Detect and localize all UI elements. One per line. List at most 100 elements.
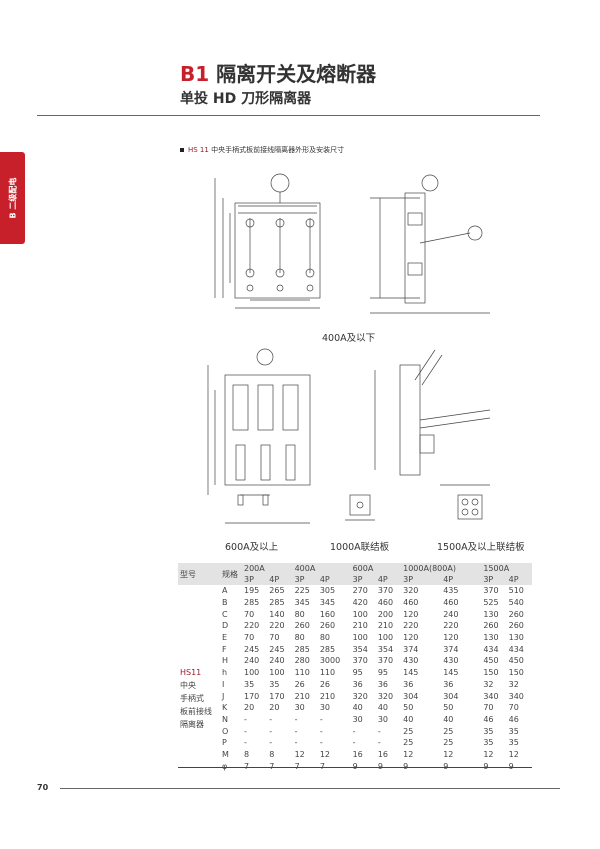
table-cell: 46 [508, 714, 519, 724]
spec-key: A [222, 586, 228, 596]
table-cell: 345 [294, 598, 310, 608]
spec-key: I [222, 679, 225, 689]
table-cell: 370 [377, 586, 394, 596]
table-cell: 120 [403, 633, 419, 643]
side-tab-label: B 二级配电 [8, 177, 17, 219]
table-cell: 450 [483, 656, 499, 666]
table-cell: 40 [443, 714, 454, 724]
table-cell: 32 [483, 679, 494, 689]
table-cell: 26 [294, 679, 305, 689]
table-cell: 70 [508, 703, 519, 713]
table-cell: 260 [508, 609, 524, 619]
table-cell: 130 [483, 633, 499, 643]
table-cell: 35 [483, 726, 494, 736]
drawing-front-400a [214, 173, 321, 309]
header-divider [37, 115, 540, 116]
table-cell: 110 [294, 668, 310, 678]
table-cell: 210 [352, 621, 368, 631]
header-rating: 1500A [481, 563, 532, 574]
table-cell: 150 [483, 668, 499, 678]
table-cell: - [244, 726, 247, 736]
table-cell: 220 [269, 621, 285, 631]
table-cell: 32 [508, 679, 519, 689]
table-cell: 30 [319, 703, 331, 713]
table-cell: 120 [443, 633, 459, 643]
table-cell: 25 [443, 738, 454, 748]
table-cell: 35 [244, 679, 255, 689]
table-cell: 9 [401, 760, 441, 772]
table-cell: 435 [443, 586, 459, 596]
table-cell: - [294, 738, 298, 748]
model-name-line: 隔离器 [180, 720, 204, 729]
table-cell: 40 [403, 714, 414, 724]
table-cell: 210 [319, 691, 336, 701]
table-cell: 25 [403, 726, 414, 736]
spec-key: h [222, 668, 228, 678]
table-cell: 345 [319, 598, 336, 608]
spec-key: F [222, 644, 227, 654]
table-cell: 285 [319, 644, 336, 654]
table-cell: 40 [352, 703, 363, 713]
table-cell: 70 [244, 633, 255, 643]
model-name-line: 中央 [180, 681, 196, 690]
header-poles: 4P [375, 574, 402, 585]
table-cell: 320 [352, 691, 368, 701]
table-cell: 240 [244, 656, 260, 666]
caption-text: 中央手柄式板前接线隔离器外形及安装尺寸 [211, 146, 345, 154]
table-cell: 340 [508, 691, 524, 701]
table-cell: - [352, 726, 356, 736]
page-title: B1 隔离开关及熔断器 [180, 58, 376, 87]
table-cell: 195 [244, 586, 260, 596]
table-cell: 285 [294, 644, 310, 654]
table-cell: 220 [403, 621, 419, 631]
table-cell: 20 [244, 703, 255, 713]
table-cell: 225 [294, 586, 310, 596]
table-cell: 70 [269, 633, 280, 643]
table-cell: 210 [294, 691, 310, 701]
header-rating: 1000A(800A) [401, 563, 482, 574]
table-cell: 305 [319, 586, 336, 596]
table-cell: 240 [269, 656, 285, 666]
table-cell: 7 [267, 760, 292, 772]
table-cell: - [319, 726, 323, 736]
table-cell: 7 [318, 760, 351, 772]
table-cell: 260 [508, 621, 524, 631]
header-model: 型号 [178, 563, 220, 585]
spec-key: B [222, 598, 228, 608]
table-cell: 525 [483, 598, 499, 608]
header-poles: 4P [317, 574, 351, 585]
page-subtitle: 单投 HD 刀形隔离器 [180, 91, 312, 107]
table-cell: - [294, 714, 298, 724]
table-cell: 30 [377, 714, 389, 724]
table-cell: 170 [244, 691, 260, 701]
table-cell: 240 [443, 609, 459, 619]
table-cell: - [244, 738, 247, 748]
table-cell: 260 [294, 621, 310, 631]
table-cell: 320 [377, 691, 394, 701]
header-spec: 规格 [220, 563, 242, 585]
table-cell: - [319, 714, 323, 724]
table-cell: 540 [508, 598, 524, 608]
table-cell: 9 [441, 760, 481, 772]
bullet-icon [180, 148, 184, 152]
table-cell: 460 [443, 598, 459, 608]
table-cell: 3000 [319, 656, 341, 666]
table-cell: 9 [507, 760, 532, 772]
table-cell: 8 [269, 749, 275, 759]
table-cell: - [377, 726, 381, 736]
table-cell: 160 [319, 609, 336, 619]
section-title: 隔离开关及熔断器 [216, 62, 377, 86]
figure-label-1500a: 1500A及以上联结板 [437, 542, 525, 553]
header-rating: 600A [350, 563, 402, 574]
table-cell: 460 [403, 598, 419, 608]
figure-label-1000a: 1000A联结板 [330, 542, 390, 553]
table-cell: 220 [244, 621, 260, 631]
table-cell: 80 [294, 633, 305, 643]
table-cell: 16 [377, 749, 389, 759]
table-cell: 145 [443, 668, 459, 678]
